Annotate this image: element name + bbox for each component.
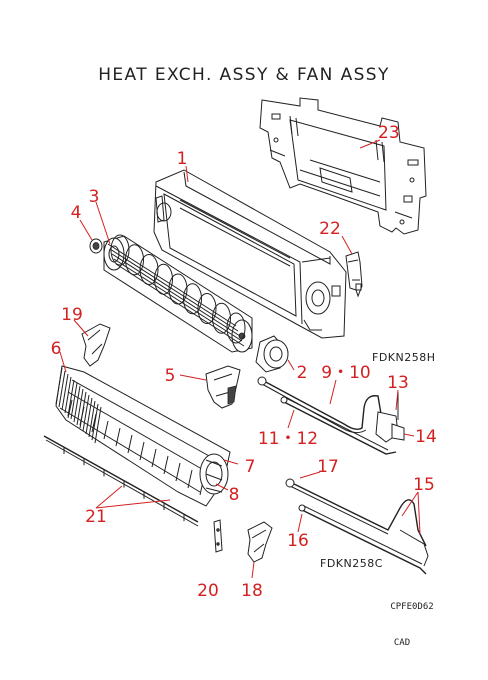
callout-16: 16 (287, 531, 309, 551)
callout-1: 1 (177, 149, 188, 169)
hx-fin (73, 385, 81, 423)
hx-fin (82, 394, 90, 432)
hx-fin (64, 376, 72, 414)
hx-fin-face (151, 448, 157, 468)
part-6-heat-exchanger (55, 365, 231, 507)
cad-note: CAD (394, 638, 410, 648)
hx-fin (88, 400, 96, 438)
callout-15: 15 (413, 475, 435, 495)
callout-7: 7 (245, 457, 256, 477)
fan-blade-ring (125, 244, 144, 276)
callout-13: 13 (387, 373, 409, 393)
callout-6: 6 (51, 339, 62, 359)
fan-blade-line (109, 248, 239, 332)
hx-fin (58, 370, 66, 408)
hx-fin-face (103, 420, 109, 440)
hx-fin (67, 379, 75, 417)
hx-fin (91, 403, 99, 441)
fan-blade-line (111, 253, 241, 337)
hx-fin (85, 397, 93, 435)
drawing-code: CPFE0D62 (390, 602, 433, 612)
part-22-bracket (345, 251, 363, 298)
part-20-bracket (213, 519, 223, 553)
hx-fin (76, 388, 84, 426)
part-2-motor (255, 335, 289, 373)
part-3-fan (103, 234, 253, 353)
model-label-lower: FDKN258C (320, 557, 383, 570)
hx-fin-face (127, 434, 133, 454)
hx-fin (61, 373, 69, 411)
hx-fin (55, 367, 63, 405)
callout-20: 20 (197, 581, 219, 601)
hx-fin (70, 382, 78, 420)
fan-blade-line (113, 258, 243, 342)
hx-fin-face (163, 455, 169, 475)
model-label-upper: FDKN258H (372, 351, 436, 364)
part-5-housing (205, 365, 241, 409)
hx-fin-face (79, 406, 85, 426)
callout-11-12: 11・12 (258, 429, 318, 449)
hx-fin-face (91, 413, 97, 433)
hx-fin-face (139, 441, 145, 461)
callout-23: 23 (378, 123, 400, 143)
callout-14: 14 (415, 427, 437, 447)
pipe-assy-upper (257, 376, 405, 455)
part-21-rails (43, 435, 199, 527)
callout-18: 18 (241, 581, 263, 601)
part-23-mounting-plate (259, 97, 427, 235)
callout-5: 5 (165, 366, 176, 386)
callout-8: 8 (229, 485, 240, 505)
fan-blade-line (107, 243, 237, 327)
callout-22: 22 (319, 219, 341, 239)
callout-19: 19 (61, 305, 83, 325)
part-19-holder (81, 323, 111, 367)
hx-fin-face (175, 462, 181, 482)
diagram-title: HEAT EXCH. ASSY & FAN ASSY (98, 65, 390, 85)
callout-3: 3 (89, 187, 100, 207)
hx-fin-face (115, 427, 121, 447)
hx-fin-face (187, 469, 193, 489)
fan-blade-ring (139, 254, 159, 285)
callout-9-10: 9・10 (321, 363, 370, 383)
hx-fin-face (67, 399, 73, 419)
hx-fin (94, 406, 102, 444)
callout-21: 21 (85, 507, 107, 527)
part-1-cabinet (153, 169, 347, 339)
callout-2: 2 (297, 363, 308, 383)
fan-blade-line (115, 263, 245, 347)
callout-4: 4 (71, 203, 82, 223)
part-4-bearing (89, 238, 103, 254)
fan-blade-ring (183, 283, 202, 315)
callout-17: 17 (317, 457, 339, 477)
part-18-holder (247, 521, 273, 563)
pipe-assy-lower (285, 478, 429, 575)
